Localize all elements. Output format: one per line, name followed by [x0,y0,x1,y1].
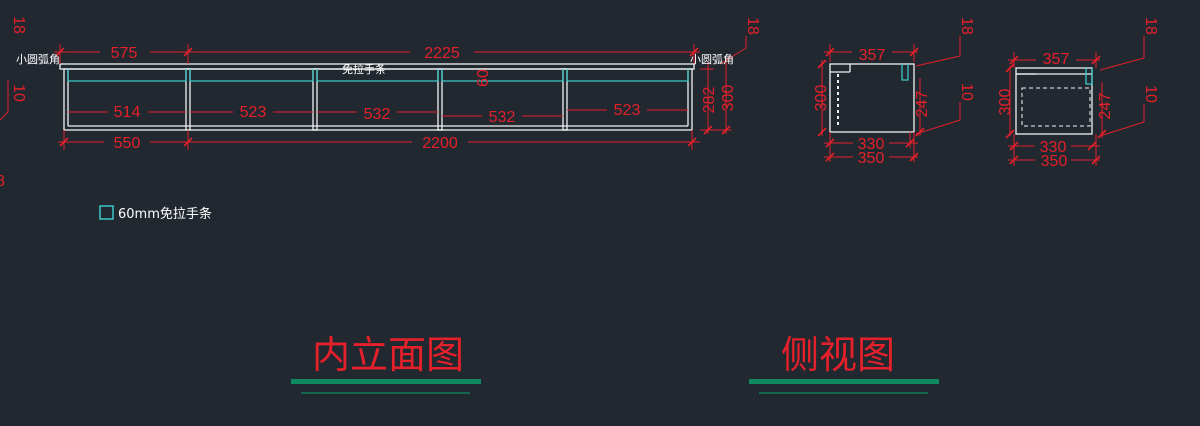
drawer-outline [1021,87,1091,127]
dim-right-outer-height: 300 [720,85,737,112]
dim-handle-height: 60 [475,69,492,87]
side2-dim-inner-height: 247 [1097,93,1114,120]
left-edge-dimensions: 10 18 8 [0,16,27,190]
side-body [1015,67,1093,135]
cabinet-body [63,68,693,131]
side-title-block: 侧视图 [749,333,939,394]
side1-dim-bottom-inner: 330 [858,136,885,153]
handle-profile [901,64,909,81]
legend: 60mm免拉手条 [99,205,212,222]
side-view-2: 357 330 350 300 247 18 10 [997,17,1159,170]
dim-section-2: 523 [240,104,267,121]
dim-bottom-total: 2200 [422,135,458,152]
dim-bottom-left: 550 [114,135,141,152]
dim-left-top: 18 [10,16,27,34]
legend-label: 60mm免拉手条 [118,206,212,222]
right-height-dimensions: 282 300 18 [700,17,761,135]
section-dimensions: 514 523 532 532 523 [68,100,688,126]
side2-dim-bottom-outer: 350 [1041,153,1068,170]
side2-dim-side-right: 10 [1142,85,1159,103]
partitions [185,68,568,131]
side2-dim-top: 357 [1043,51,1070,68]
side2-dim-bottom-inner: 330 [1040,139,1067,156]
dim-right-inner-height: 282 [701,87,718,114]
dim-section-1: 514 [114,104,141,121]
side1-dim-inner-height: 247 [914,91,931,118]
title-underline-thick [749,379,939,384]
handle-profile [1085,68,1093,85]
side1-dim-top: 357 [859,47,886,64]
top-dimension: 575 2225 [54,42,700,64]
handle-strips [67,69,689,82]
dim-top-left: 575 [111,45,138,62]
side1-dim-top-right: 18 [958,17,975,35]
dim-left-bottom: 8 [0,173,5,190]
front-view-title: 内立面图 [312,333,464,377]
side1-dim-height: 300 [813,85,830,112]
legend-swatch [99,205,114,220]
side-view-title: 侧视图 [781,333,895,377]
dim-section-3: 532 [364,106,391,123]
dim-left-side: 10 [10,84,27,102]
front-view: 575 2225 514 523 532 532 523 [0,16,761,190]
side-view-1: 357 330 350 300 247 18 10 [813,17,975,167]
side2-dim-height: 300 [997,89,1014,116]
dim-right-top: 18 [744,17,761,35]
side-body [829,63,915,133]
dim-section-4: 532 [489,109,516,126]
title-underline-thick [291,379,481,384]
dim-top-total: 2225 [424,45,460,62]
dim-section-5: 523 [614,102,641,119]
note-handle-strip: 免拉手条 [342,62,386,76]
front-title-block: 内立面图 [291,333,481,394]
side2-dim-top-right: 18 [1142,17,1159,35]
side1-dim-side-right: 10 [958,83,975,101]
bottom-dimension: 550 2200 [58,130,700,152]
note-rounded-corner-right: 小圆弧角 [690,52,734,66]
note-rounded-corner-left: 小圆弧角 [16,52,60,66]
side1-dim-bottom-outer: 350 [858,150,885,167]
